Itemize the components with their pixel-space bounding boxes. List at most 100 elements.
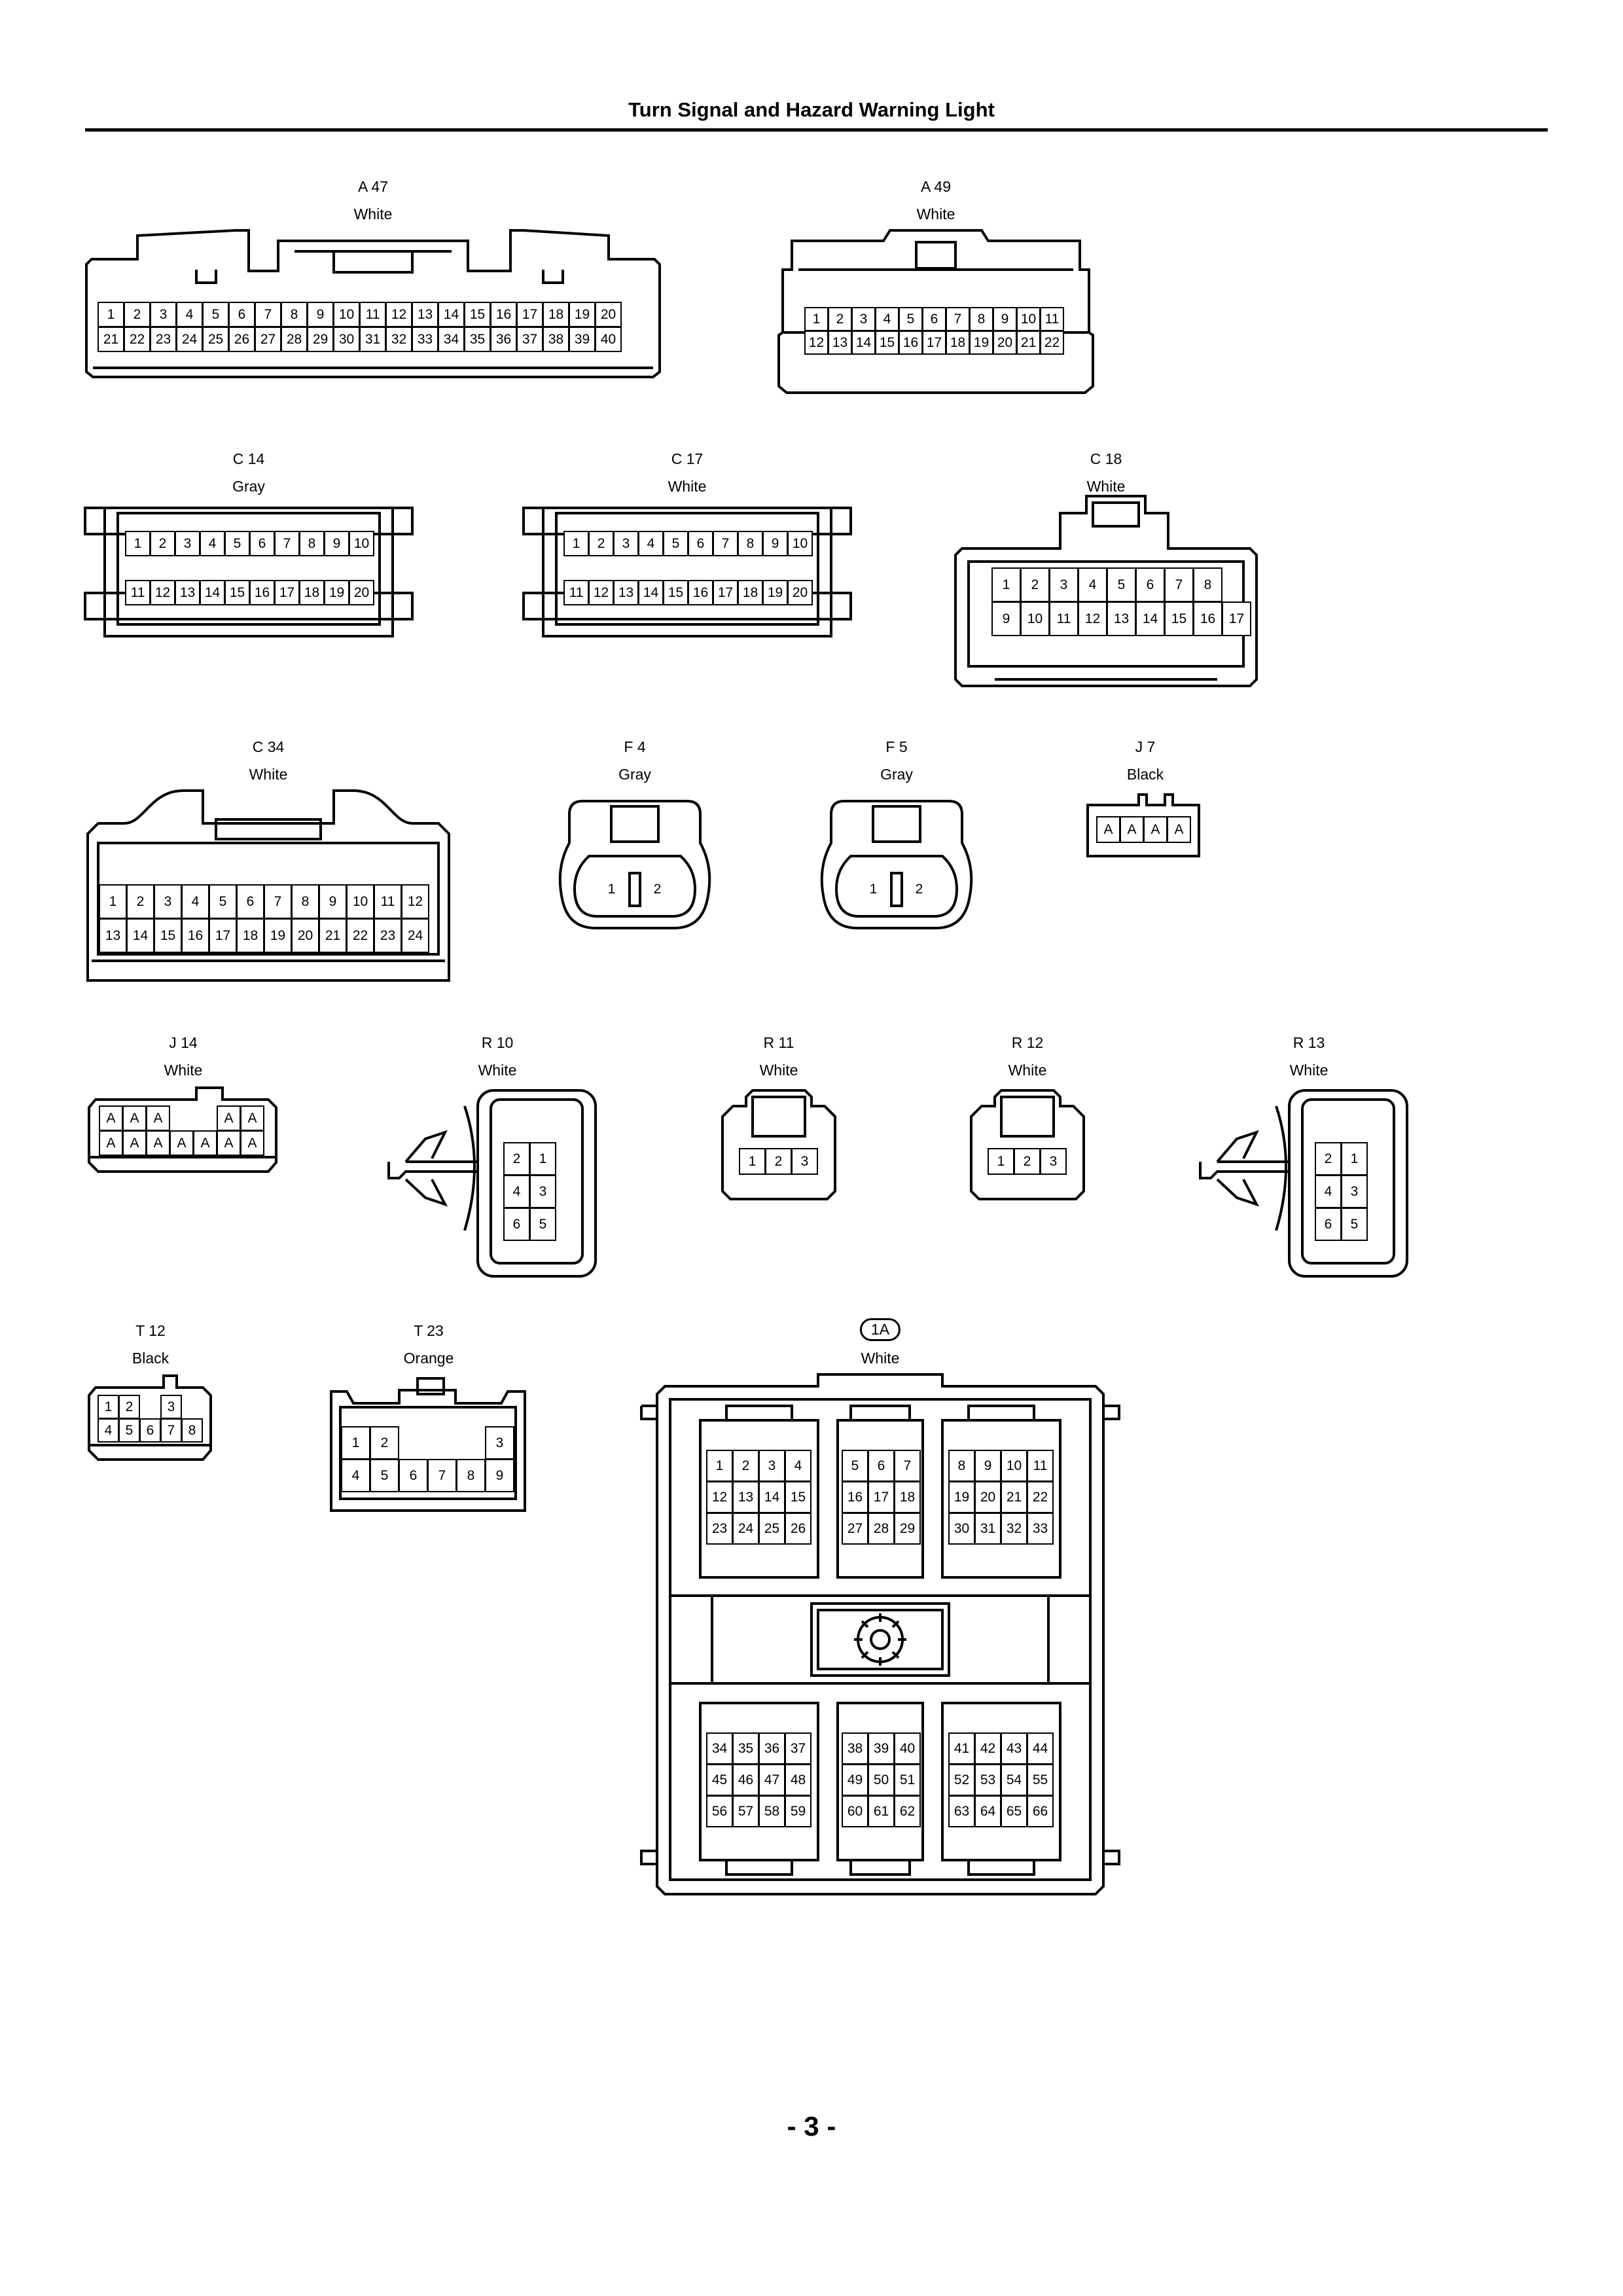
connector-color: Black xyxy=(132,1350,169,1367)
pin-10: 10 xyxy=(333,302,360,327)
pin-44: 44 xyxy=(1027,1732,1054,1765)
pin-1: 1 xyxy=(1341,1142,1368,1175)
pin-45: 45 xyxy=(706,1764,733,1796)
pin-17: 17 xyxy=(868,1481,895,1513)
connector-outline xyxy=(777,229,1094,394)
pin-23: 23 xyxy=(150,327,177,352)
connector-color: Black xyxy=(1126,766,1164,783)
pin-10: 10 xyxy=(346,884,374,919)
pin-2: 2 xyxy=(370,1426,399,1460)
pin-1: 1 xyxy=(869,882,878,897)
connector-id: A 49 xyxy=(920,178,952,195)
pin-13: 13 xyxy=(613,580,639,605)
pin-17: 17 xyxy=(1222,601,1251,636)
pin-8: 8 xyxy=(738,531,763,556)
pin-16: 16 xyxy=(899,331,923,355)
pin-18: 18 xyxy=(738,580,763,605)
pin-1: 1 xyxy=(804,307,829,331)
pin-2: 2 xyxy=(118,1395,140,1419)
connector-color: Orange xyxy=(403,1350,454,1367)
pin-11: 11 xyxy=(1049,601,1079,636)
pin-18: 18 xyxy=(236,918,264,953)
pin-31: 31 xyxy=(359,327,386,352)
pin-30: 30 xyxy=(333,327,360,352)
pin-9: 9 xyxy=(991,601,1021,636)
connector-outline xyxy=(330,1377,526,1512)
pin-4: 4 xyxy=(98,1418,119,1443)
pin-46: 46 xyxy=(732,1764,759,1796)
pin-4: 4 xyxy=(200,531,225,556)
pin-14: 14 xyxy=(758,1481,785,1513)
pin-43: 43 xyxy=(1001,1732,1027,1765)
pin-A: A xyxy=(217,1130,241,1156)
pin-18: 18 xyxy=(543,302,569,327)
pin-6: 6 xyxy=(922,307,946,331)
pin-14: 14 xyxy=(438,302,465,327)
connector-outline xyxy=(640,1373,1120,1895)
pin-32: 32 xyxy=(1001,1513,1027,1545)
page-number: - 3 - xyxy=(787,2111,836,2142)
connector-id: R 11 xyxy=(763,1034,794,1051)
pin-35: 35 xyxy=(464,327,491,352)
pin-51: 51 xyxy=(894,1764,921,1796)
pin-15: 15 xyxy=(464,302,491,327)
pin-39: 39 xyxy=(868,1732,895,1765)
pin-1: 1 xyxy=(341,1426,370,1460)
pin-37: 37 xyxy=(516,327,543,352)
pin-A: A xyxy=(122,1130,147,1156)
connector-id: T 12 xyxy=(135,1322,166,1339)
pin-15: 15 xyxy=(875,331,899,355)
pin-6: 6 xyxy=(249,531,275,556)
pin-58: 58 xyxy=(758,1795,785,1827)
pin-22: 22 xyxy=(346,918,374,953)
pin-9: 9 xyxy=(762,531,788,556)
pin-1: 1 xyxy=(991,567,1021,602)
pin-5: 5 xyxy=(663,531,688,556)
pin-11: 11 xyxy=(1040,307,1064,331)
pin-4: 4 xyxy=(875,307,899,331)
pin-21: 21 xyxy=(98,327,124,352)
pin-7: 7 xyxy=(713,531,738,556)
pin-5: 5 xyxy=(529,1208,556,1241)
pin-3: 3 xyxy=(1341,1175,1368,1208)
pin-10: 10 xyxy=(1016,307,1041,331)
pin-13: 13 xyxy=(1107,601,1136,636)
pin-37: 37 xyxy=(785,1732,812,1765)
pin-6: 6 xyxy=(1135,567,1165,602)
pin-8: 8 xyxy=(948,1450,975,1482)
pin-4: 4 xyxy=(1078,567,1107,602)
pin-1: 1 xyxy=(125,531,151,556)
pin-4: 4 xyxy=(785,1450,812,1482)
pin-3: 3 xyxy=(1040,1148,1067,1175)
pin-19: 19 xyxy=(264,918,292,953)
pin-6: 6 xyxy=(228,302,255,327)
pin-3: 3 xyxy=(791,1148,818,1175)
pin-13: 13 xyxy=(412,302,438,327)
pin-9: 9 xyxy=(974,1450,1001,1482)
pin-38: 38 xyxy=(543,327,569,352)
pin-5: 5 xyxy=(899,307,923,331)
pin-8: 8 xyxy=(281,302,308,327)
pin-24: 24 xyxy=(732,1513,759,1545)
connector-outline xyxy=(954,495,1258,687)
pin-40: 40 xyxy=(595,327,622,352)
pin-2: 2 xyxy=(653,882,662,897)
pin-1: 1 xyxy=(98,302,124,327)
pin-50: 50 xyxy=(868,1764,895,1796)
pin-18: 18 xyxy=(894,1481,921,1513)
pin-13: 13 xyxy=(99,918,127,953)
pin-3: 3 xyxy=(150,302,177,327)
pin-5: 5 xyxy=(1341,1208,1368,1241)
pin-7: 7 xyxy=(1164,567,1194,602)
pin-17: 17 xyxy=(209,918,237,953)
pin-3: 3 xyxy=(160,1395,182,1419)
